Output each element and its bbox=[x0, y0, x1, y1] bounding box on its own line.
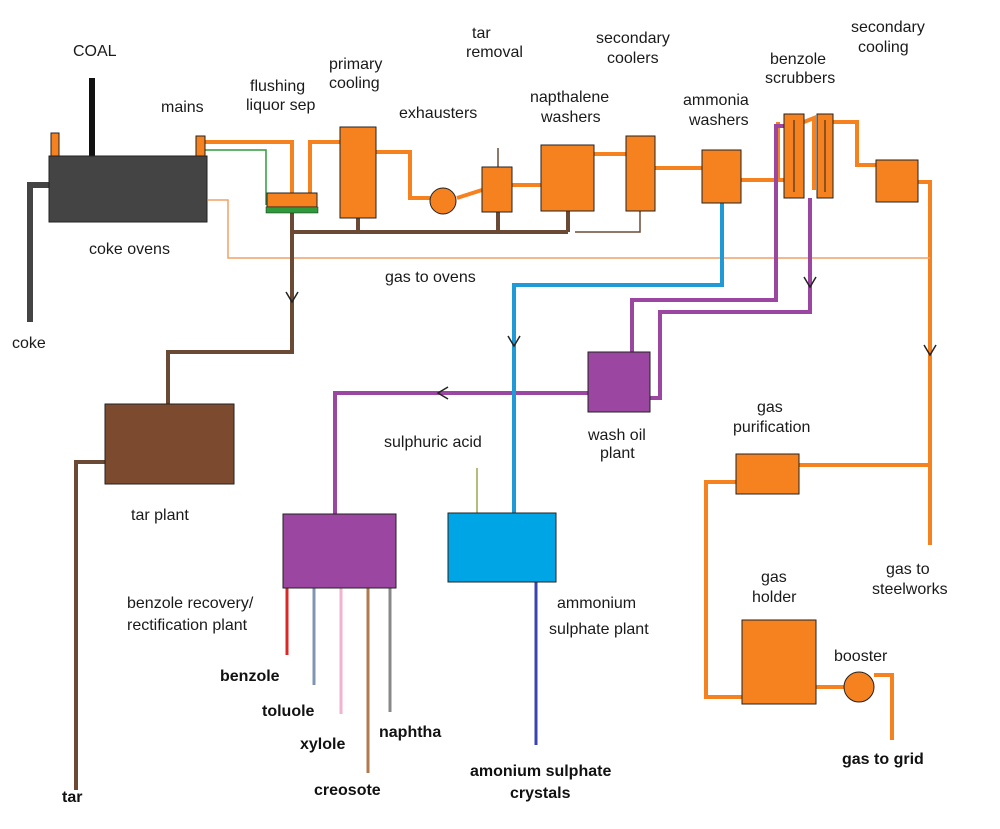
label-benzole-recovery-2: rectification plant bbox=[127, 617, 248, 634]
label-benzole: benzole bbox=[220, 668, 280, 685]
arrow-down-gas bbox=[923, 344, 937, 357]
label-ammonia-washers-2: washers bbox=[688, 112, 749, 129]
label-gas-purification-2: purification bbox=[733, 419, 810, 436]
ammonium-sulphate-plant-unit bbox=[447, 512, 557, 583]
label-crystals-1: amonium sulphate bbox=[470, 763, 611, 780]
coke-ovens-stack-left bbox=[50, 132, 60, 157]
tar-collecting-line bbox=[74, 210, 570, 790]
flushing-liquor-line bbox=[205, 149, 267, 205]
label-napthalene-1: napthalene bbox=[530, 89, 609, 106]
label-napthalene-2: washers bbox=[540, 109, 601, 126]
label-gas-purification-1: gas bbox=[757, 399, 783, 416]
label-secondary-cooling-1: secondary bbox=[851, 19, 925, 36]
label-creosote: creosote bbox=[314, 782, 381, 799]
label-coal: COAL bbox=[73, 43, 117, 60]
label-secondary-coolers-1: secondary bbox=[596, 30, 670, 47]
label-gas-to-grid: gas to grid bbox=[842, 751, 924, 768]
arrow-down-tar bbox=[285, 291, 299, 304]
label-primary-cooling-2: cooling bbox=[329, 75, 380, 92]
label-primary-cooling-1: primary bbox=[329, 56, 382, 73]
label-mains: mains bbox=[161, 99, 204, 116]
label-crystals-2: crystals bbox=[510, 785, 571, 802]
label-gas-holder-1: gas bbox=[761, 569, 787, 586]
label-flushing-2: liquor sep bbox=[246, 97, 315, 114]
label-tar-plant: tar plant bbox=[131, 507, 189, 524]
ammonia-liquor-line bbox=[512, 203, 724, 513]
label-coke-ovens: coke ovens bbox=[89, 241, 170, 258]
booster-unit bbox=[843, 671, 875, 703]
label-wash-oil-2: plant bbox=[600, 445, 635, 462]
label-gas-to-steelworks-2: steelworks bbox=[872, 581, 948, 598]
benzole-recovery-plant-unit bbox=[282, 513, 397, 589]
label-secondary-coolers-2: coolers bbox=[607, 50, 659, 67]
label-tar-removal-1: tar bbox=[472, 25, 491, 42]
product-lines bbox=[285, 588, 392, 773]
arrow-left-wash-oil bbox=[436, 386, 449, 400]
label-ammonium-sulphate-2: sulphate plant bbox=[549, 621, 649, 638]
label-sulphuric-acid: sulphuric acid bbox=[384, 434, 482, 451]
label-benzole-scrubbers-1: benzole bbox=[770, 51, 826, 68]
coke-outlet-line bbox=[27, 182, 49, 322]
exhauster-unit bbox=[429, 187, 457, 215]
gas-purification-unit bbox=[735, 453, 800, 495]
label-gas-to-ovens: gas to ovens bbox=[385, 269, 476, 286]
label-wash-oil-1: wash oil bbox=[587, 427, 646, 444]
thin-drain-lines bbox=[497, 148, 641, 233]
label-flushing-1: flushing bbox=[250, 78, 305, 95]
primary-cooling-unit bbox=[339, 126, 377, 219]
label-ammonium-sulphate-1: ammonium bbox=[557, 595, 636, 612]
ammonia-washers-unit bbox=[701, 149, 742, 204]
napthalene-washers-unit bbox=[540, 144, 595, 212]
label-booster: booster bbox=[834, 648, 888, 665]
label-exhausters: exhausters bbox=[399, 105, 477, 122]
gas-to-ovens-line bbox=[208, 199, 930, 259]
gas-main-line bbox=[205, 115, 932, 740]
label-naphtha: naphtha bbox=[379, 724, 441, 741]
label-secondary-cooling-2: cooling bbox=[858, 39, 909, 56]
wash-oil-line bbox=[333, 124, 812, 514]
label-tar-removal-2: removal bbox=[466, 44, 523, 61]
label-benzole-recovery-1: benzole recovery/ bbox=[127, 595, 254, 612]
wash-oil-plant-unit bbox=[587, 351, 651, 413]
coke-ovens bbox=[48, 155, 208, 223]
label-benzole-scrubbers-2: scrubbers bbox=[765, 70, 835, 87]
gas-holder-unit bbox=[741, 619, 817, 705]
label-ammonia-washers-1: ammonia bbox=[683, 92, 749, 109]
tar-removal-unit bbox=[481, 166, 513, 213]
flow-arrows bbox=[285, 276, 937, 400]
tar-plant-unit bbox=[104, 403, 235, 485]
label-toluole: toluole bbox=[262, 703, 315, 720]
arrow-down-benzole bbox=[803, 276, 817, 289]
label-xylole: xylole bbox=[300, 736, 345, 753]
label-gas-holder-2: holder bbox=[752, 589, 797, 606]
label-coke: coke bbox=[12, 335, 46, 352]
secondary-coolers-unit bbox=[625, 135, 656, 212]
label-gas-to-steelworks-1: gas to bbox=[886, 561, 930, 578]
coke-ovens-stack-right bbox=[195, 135, 206, 157]
secondary-cooling-unit bbox=[875, 159, 919, 203]
flushing-liquor-separator bbox=[266, 192, 318, 208]
flushing-liquor-separator-base bbox=[265, 206, 319, 214]
arrow-down-ammonia bbox=[507, 335, 521, 348]
label-tar: tar bbox=[62, 789, 82, 806]
